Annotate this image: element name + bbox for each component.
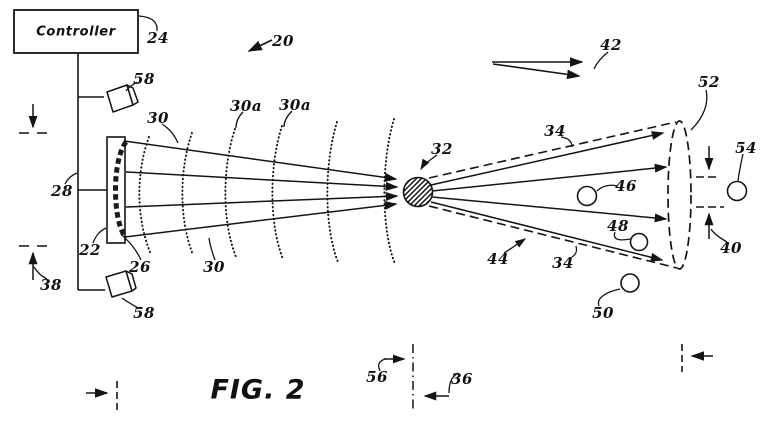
ref-label-30-top: 30 (147, 109, 169, 127)
ref-label-48: 48 (607, 217, 629, 235)
leader-40 (710, 228, 728, 243)
ref-label-32: 32 (431, 140, 453, 158)
leader-32 (420, 154, 438, 171)
ref-label-46: 46 (615, 177, 637, 195)
controller-box (13, 9, 139, 54)
ref-label-52: 52 (698, 73, 720, 91)
diverging-beams (430, 131, 668, 262)
leader-28 (64, 172, 78, 185)
flow-arrows-42 (492, 57, 584, 80)
ref-label-40: 40 (720, 239, 742, 257)
wiring-lines (77, 53, 107, 291)
particle-46 (576, 185, 598, 207)
leader-38 (33, 266, 48, 280)
leader-52 (690, 89, 708, 131)
controller-title: Controller (36, 24, 116, 40)
particles (576, 180, 748, 293)
ref-label-36: 36 (451, 370, 473, 388)
cone-end-ellipse (667, 120, 692, 270)
datum-bottom-right (681, 344, 713, 372)
ref-label-58-top: 58 (133, 70, 155, 88)
ref-label-44: 44 (487, 250, 509, 268)
ref-label-30a-left: 30a (229, 97, 263, 115)
leader-34-top (560, 136, 573, 148)
datum-center-56-36 (384, 344, 449, 410)
element-array (113, 140, 129, 240)
leader-58-top (125, 81, 138, 92)
sensor-top (106, 84, 139, 113)
leader-22 (92, 227, 107, 244)
leader-54 (737, 153, 744, 182)
dimension-top-left (19, 104, 47, 134)
leader-36 (448, 372, 459, 394)
dimension-bottom-left-38 (19, 245, 47, 280)
leader-58-bottom (121, 297, 139, 309)
ref-label-34-top: 34 (544, 122, 566, 140)
transducer-housing (106, 136, 129, 244)
ref-label-30-bottom: 30 (203, 258, 225, 276)
ref-label-28: 28 (51, 182, 73, 200)
ref-label-20: 20 (272, 32, 294, 50)
leader-30-top (161, 123, 179, 144)
ref-label-42: 42 (600, 36, 622, 54)
cone-boundaries (428, 121, 678, 269)
leader-34-bottom (571, 245, 578, 258)
wavefronts (138, 118, 396, 265)
leader-56 (378, 358, 386, 372)
leader-42 (593, 51, 609, 70)
leader-30a-right (283, 110, 293, 128)
particle-50 (620, 273, 640, 293)
ref-label-56: 56 (366, 368, 388, 386)
reference-arrow-20 (247, 39, 273, 52)
ref-label-54: 54 (735, 139, 757, 157)
ref-label-30a-right: 30a (278, 96, 312, 114)
ref-label-38: 38 (40, 276, 62, 294)
ref-label-58-bottom: 58 (133, 304, 155, 322)
leader-50 (597, 288, 621, 307)
ref-label-24: 24 (147, 29, 169, 47)
leader-lines (33, 15, 744, 394)
dimension-right-40 (696, 146, 724, 239)
particle-54 (726, 180, 748, 202)
datum-bottom-left (86, 381, 118, 412)
leader-44 (503, 238, 527, 254)
leader-26 (120, 233, 142, 261)
leader-46 (596, 184, 619, 192)
leader-30a-left (235, 111, 244, 129)
converging-beams (123, 140, 399, 238)
leader-48 (613, 231, 631, 241)
focal-point (402, 176, 434, 208)
ref-label-50: 50 (592, 304, 614, 322)
leader-24 (138, 15, 158, 32)
particle-48 (629, 232, 649, 252)
figure-caption: FIG. 2 (210, 374, 306, 406)
ref-label-22: 22 (79, 241, 101, 259)
sensor-bottom (105, 270, 137, 298)
leader-30-bottom (208, 237, 216, 261)
ref-label-26: 26 (129, 258, 151, 276)
ref-label-34-bottom: 34 (552, 254, 574, 272)
